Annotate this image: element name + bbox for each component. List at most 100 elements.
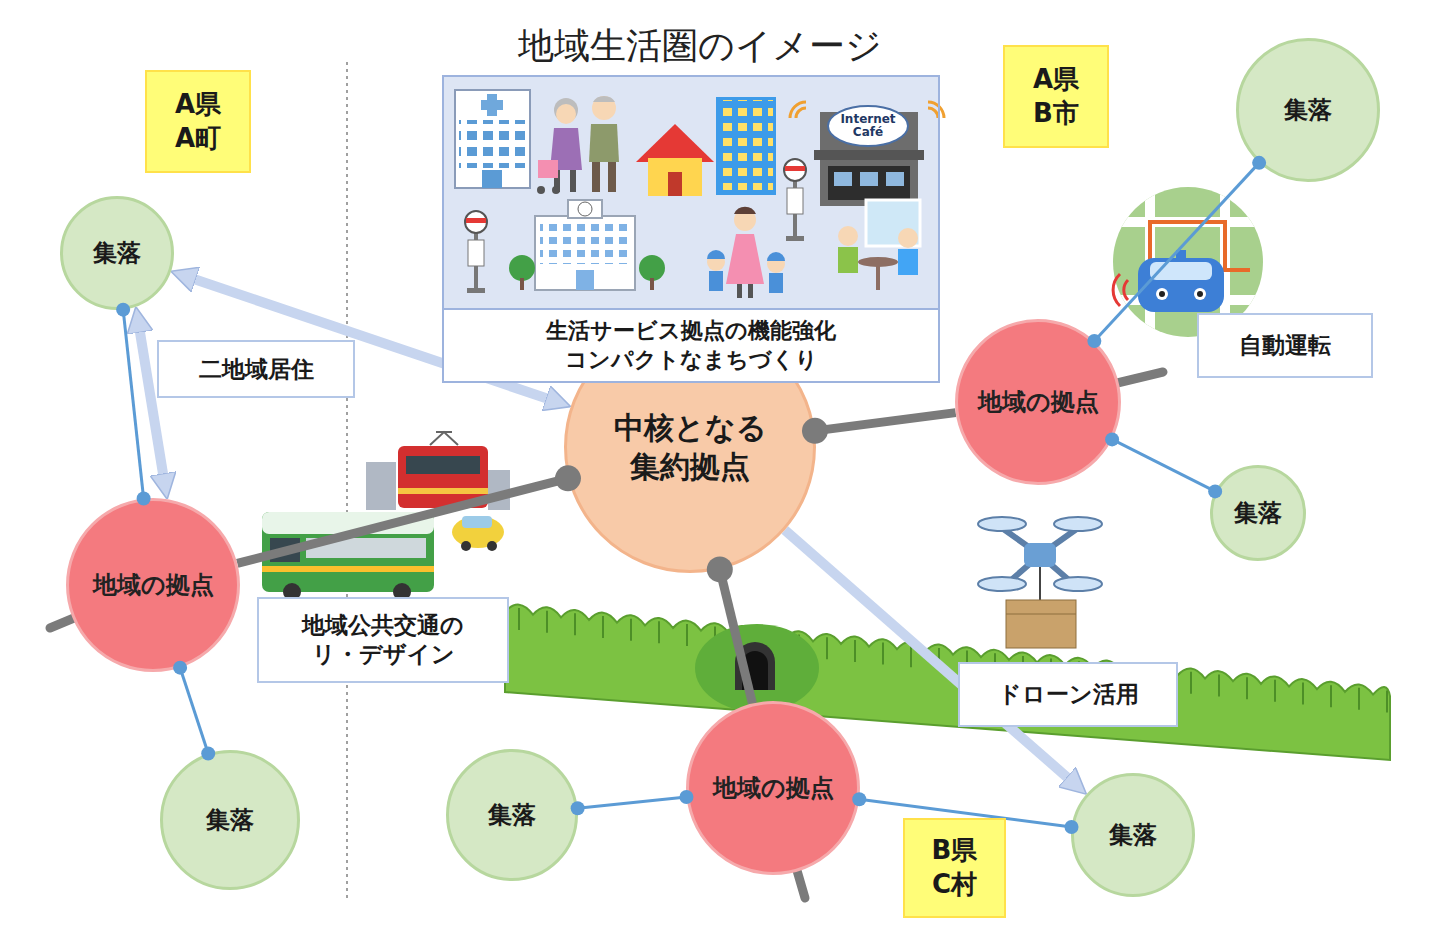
node-text: 地域の拠点 (713, 773, 834, 803)
drone-illustration (1054, 517, 1102, 531)
elderly-couple-icon (537, 186, 545, 194)
public-transport-illustration (366, 462, 396, 510)
node-text: 地域公共交通の リ・デザイン (302, 611, 464, 669)
connector-dot (1105, 432, 1119, 446)
elderly-couple-icon (589, 124, 619, 162)
mountain-range (505, 605, 1390, 760)
connector-dot (707, 556, 733, 582)
elderly-couple-icon (552, 186, 560, 194)
road-line (815, 413, 956, 431)
drone-illustration (978, 517, 1102, 648)
elderly-couple-icon (538, 160, 558, 178)
cafe-meeting-icon (838, 247, 858, 273)
service-illustration (444, 77, 944, 308)
house-icon (648, 158, 702, 196)
school-icon (535, 216, 635, 290)
mountain-range (1302, 682, 1304, 704)
hospital-icon (482, 170, 502, 188)
connector-dot (1208, 484, 1222, 498)
node-text: 自動運転 (1239, 331, 1331, 360)
family-icon (726, 234, 764, 284)
drone-illustration (978, 517, 1026, 531)
public-transport-illustration (398, 488, 488, 494)
connector-dot (852, 792, 866, 806)
node-text: A県 A町 (175, 88, 221, 156)
public-transport-illustration (461, 541, 471, 551)
mountain-range (1386, 690, 1388, 712)
school-icon (576, 270, 594, 290)
self-driving-illustration (1159, 291, 1165, 297)
connector-dot (1087, 334, 1101, 348)
mountain-range (1246, 677, 1248, 699)
family-icon (737, 284, 742, 298)
cafe-meeting-icon (876, 264, 880, 290)
mountain-range (505, 605, 1390, 760)
family-icon (709, 271, 723, 291)
connector-dot (1065, 820, 1079, 834)
node-text: 集落 (488, 800, 536, 830)
internet-cafe-icon (834, 172, 852, 186)
connector-dot (555, 465, 581, 491)
mountain-range (574, 613, 576, 635)
link-line (578, 797, 687, 808)
hospital-icon (455, 90, 530, 188)
connector-dot (137, 492, 151, 506)
hospital-icon (455, 90, 530, 188)
village-circle: 集落 (160, 750, 300, 890)
elderly-couple-icon (608, 162, 616, 192)
callout-box: 二地域居住 (157, 340, 355, 398)
mountain-range (546, 611, 548, 633)
node-text: 地域の拠点 (978, 387, 1099, 417)
node-text: 集落 (1284, 95, 1332, 125)
node-text: 集落 (206, 805, 254, 835)
region-tag: B県 C村 (903, 818, 1006, 918)
local-hub-circle: 地域の拠点 (686, 701, 860, 875)
house-icon (636, 124, 714, 196)
wifi-icon (790, 102, 806, 118)
internet-cafe-icon (814, 106, 924, 206)
callout-box: 自動運転 (1197, 313, 1373, 378)
wifi-icon (796, 108, 806, 118)
self-driving-illustration (1156, 288, 1168, 300)
house-icon (668, 172, 682, 196)
school-icon (568, 200, 602, 218)
connector-dot (1252, 156, 1266, 170)
local-hub-circle: 地域の拠点 (955, 319, 1121, 485)
callout-box: ドローン活用 (958, 662, 1178, 727)
school-icon (578, 202, 592, 216)
road-line (720, 569, 753, 703)
school-icon (509, 200, 665, 290)
bus-stop-icon (465, 159, 806, 293)
elderly-couple-icon (592, 162, 600, 192)
bus-stop-icon (468, 240, 484, 266)
internet-cafe-icon (886, 172, 904, 186)
link-line (1112, 439, 1215, 491)
wifi-icon (928, 108, 938, 118)
internet-cafe-icon (828, 106, 908, 146)
public-transport-illustration (430, 432, 458, 445)
public-transport-illustration (487, 541, 497, 551)
local-hub-circle: 地域の拠点 (66, 498, 240, 672)
cafe-meeting-icon (838, 200, 920, 290)
road-line (237, 478, 568, 563)
mountain-range (854, 640, 856, 662)
mountain-range (602, 616, 604, 638)
school-icon (540, 224, 630, 264)
family-icon (707, 207, 785, 298)
tunnel (695, 624, 819, 712)
mountain-range (630, 619, 632, 641)
bus-stop-icon (785, 166, 805, 171)
village-circle: 集落 (60, 196, 174, 310)
self-driving-illustration (1197, 291, 1203, 297)
mountain-range (882, 643, 884, 665)
apartment-icon (716, 97, 776, 195)
tunnel (695, 624, 819, 712)
public-transport-illustration (452, 516, 504, 548)
connector-dot (802, 418, 828, 444)
diagram-title: 地域生活圏のイメージ (400, 22, 1000, 71)
hospital-icon (459, 120, 527, 168)
bus-stop-icon (784, 159, 806, 181)
sign-text: Internet Café (840, 113, 895, 138)
